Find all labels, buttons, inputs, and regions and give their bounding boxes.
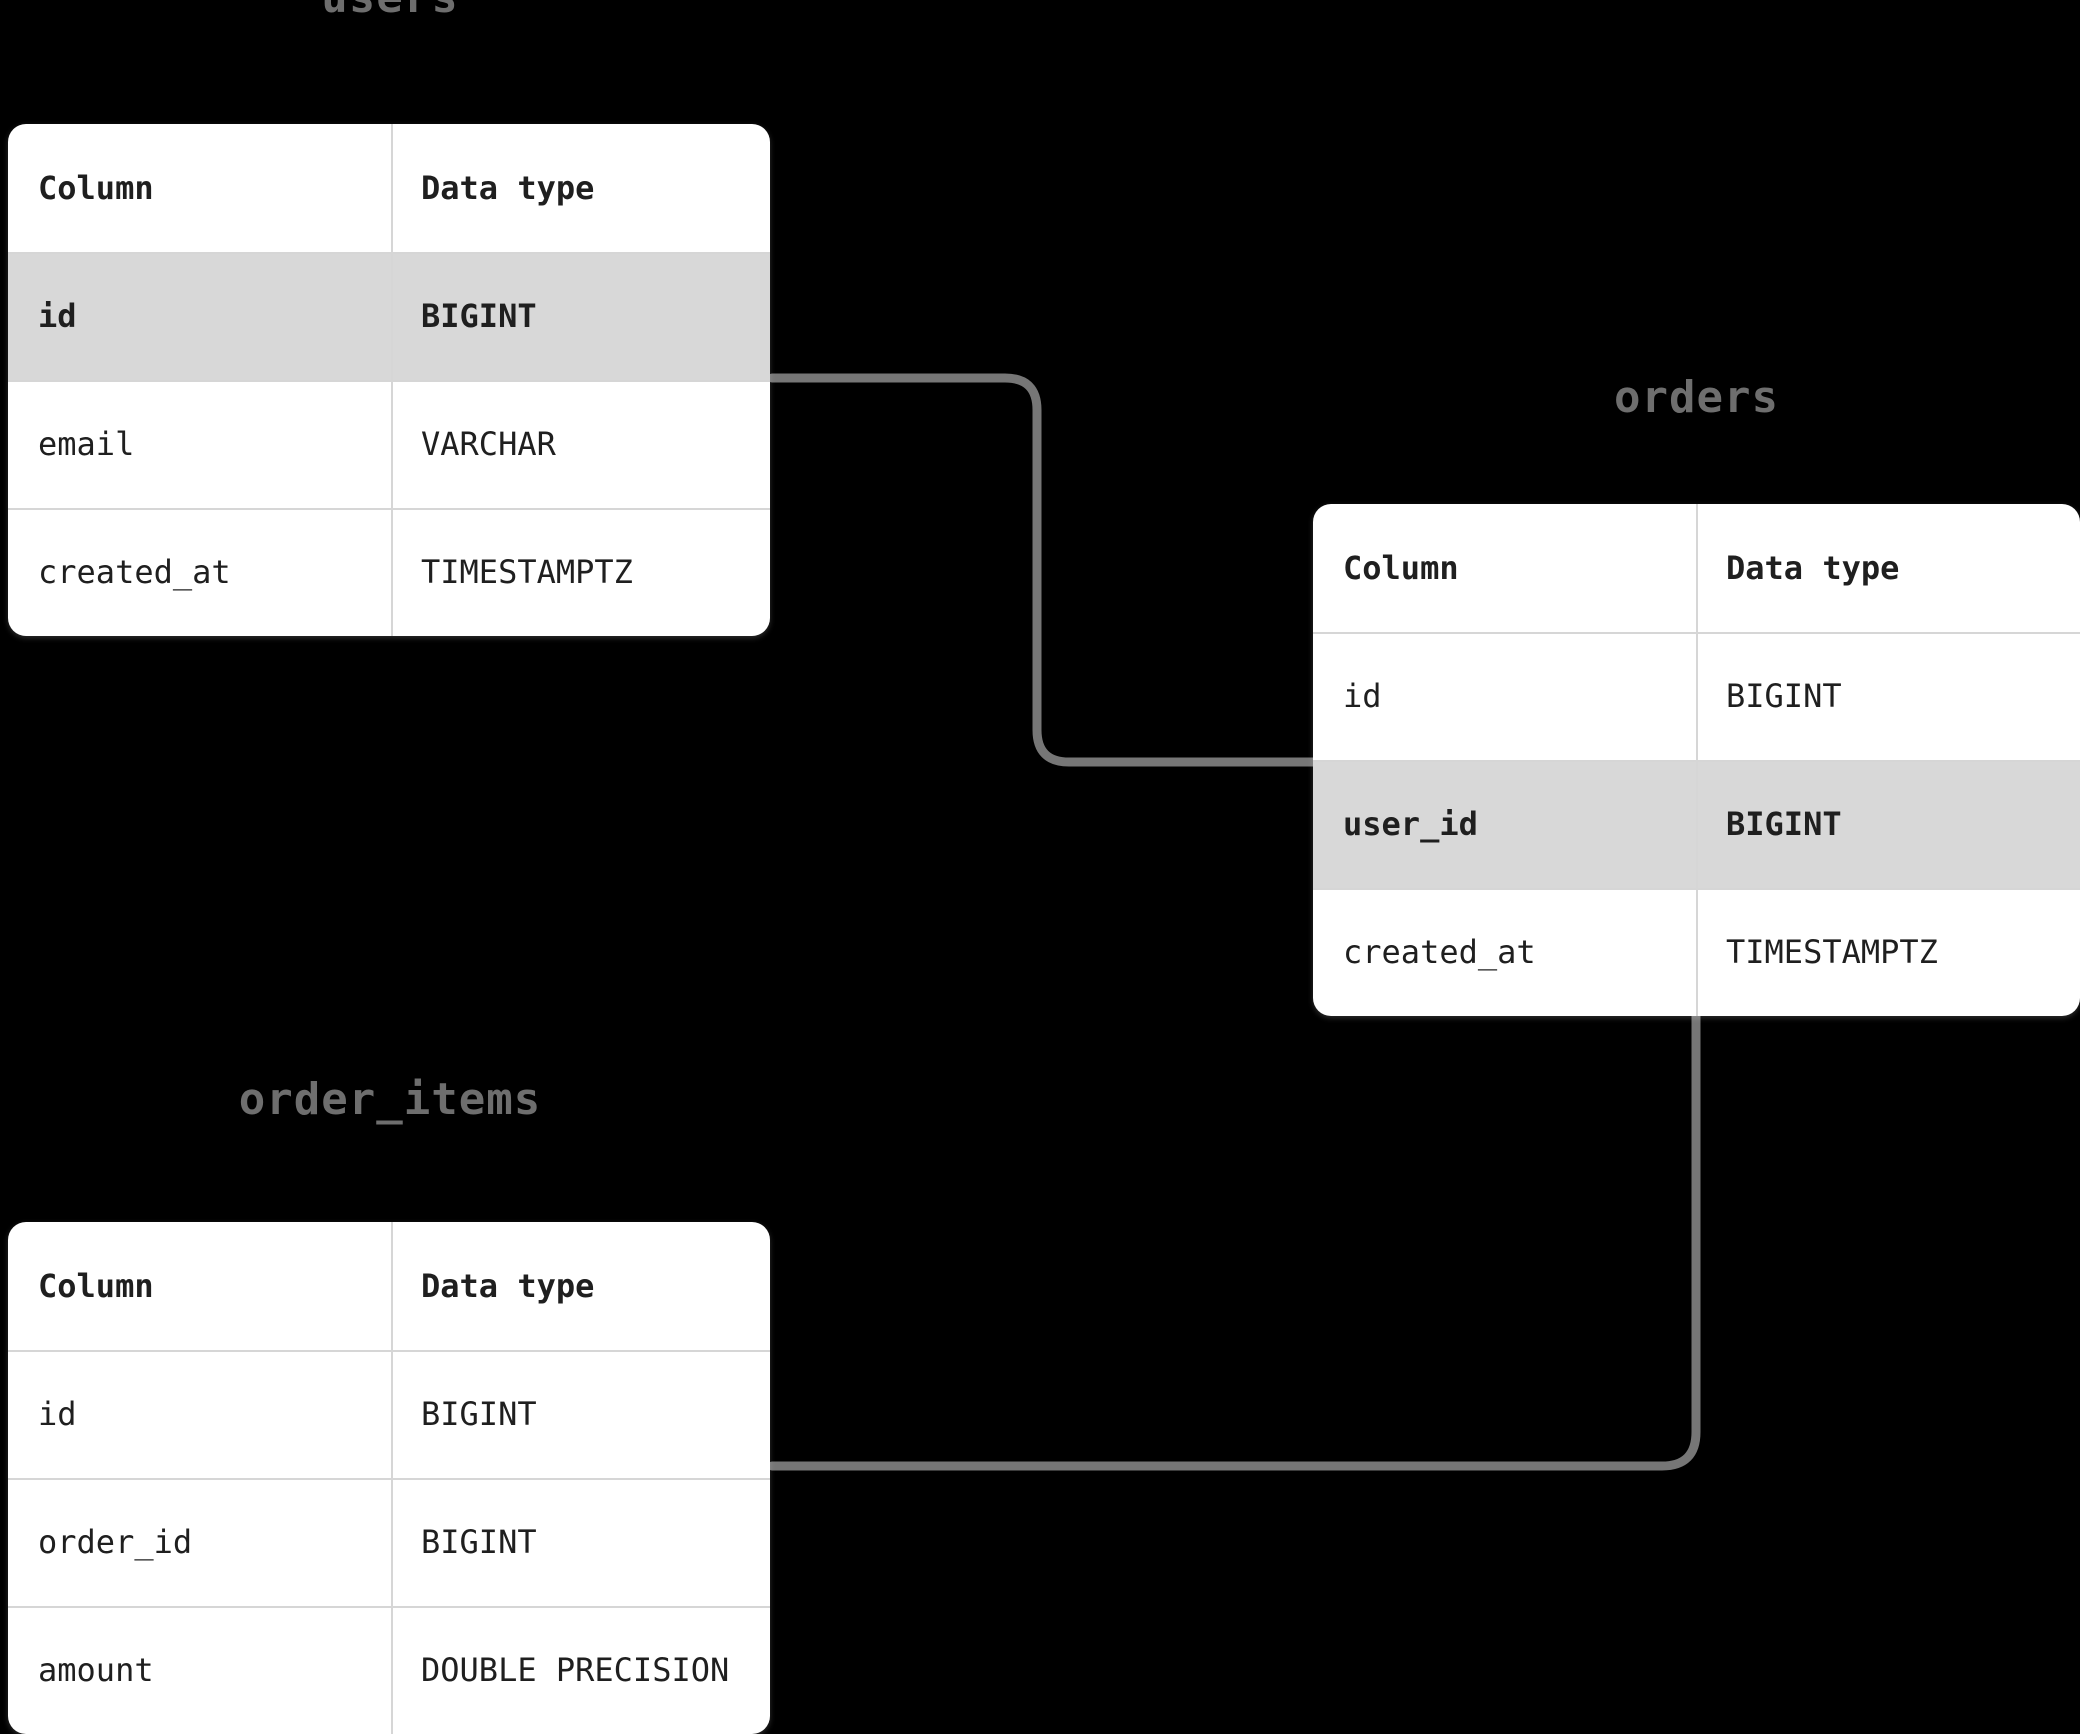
header-column-label: Column <box>1343 549 1459 587</box>
row-data-type: BIGINT <box>391 252 770 380</box>
table-header-row: Column Data type <box>8 124 770 252</box>
row-data-type: BIGINT <box>391 1478 770 1606</box>
row-column-name: id <box>38 1395 77 1433</box>
row-column-name: user_id <box>1343 805 1478 843</box>
row-column-name: id <box>1343 677 1382 715</box>
table-title-users: users <box>0 0 780 23</box>
row-data-type: BIGINT <box>391 1350 770 1478</box>
row-data-type: BIGINT <box>1696 632 2080 760</box>
table-row[interactable]: id BIGINT <box>8 1350 770 1478</box>
table-card-orders: Column Data type id BIGINT user_id BIGIN… <box>1313 504 2080 1016</box>
connector-orders-to-order-items <box>767 1011 1701 1471</box>
header-type-label: Data type <box>1696 504 2080 632</box>
header-column-label: Column <box>38 1267 154 1305</box>
row-data-type: TIMESTAMPTZ <box>391 508 770 636</box>
row-column-name: id <box>38 297 77 335</box>
table-title-orders: orders <box>1614 372 1779 423</box>
row-column-name: amount <box>38 1651 154 1689</box>
header-column-label: Column <box>38 169 154 207</box>
table-title-order-items: order_items <box>238 1074 542 1125</box>
table-header-row: Column Data type <box>1313 504 2080 632</box>
connector-users-to-orders <box>767 373 1318 767</box>
row-data-type: TIMESTAMPTZ <box>1696 888 2080 1016</box>
table-row[interactable]: id BIGINT <box>8 252 770 380</box>
table-card-users: Column Data type id BIGINT email VARCHAR… <box>8 124 770 636</box>
row-column-name: email <box>38 425 135 463</box>
table-row[interactable]: email VARCHAR <box>8 380 770 508</box>
table-header-row: Column Data type <box>8 1222 770 1350</box>
table-row[interactable]: id BIGINT <box>1313 632 2080 760</box>
table-card-order-items: Column Data type id BIGINT order_id BIGI… <box>8 1222 770 1734</box>
header-type-label: Data type <box>391 1222 770 1350</box>
table-row[interactable]: order_id BIGINT <box>8 1478 770 1606</box>
row-data-type: BIGINT <box>1696 760 2080 888</box>
table-row[interactable]: created_at TIMESTAMPTZ <box>1313 888 2080 1016</box>
row-data-type: VARCHAR <box>391 380 770 508</box>
table-row[interactable]: amount DOUBLE PRECISION <box>8 1606 770 1734</box>
row-column-name: order_id <box>38 1523 193 1561</box>
row-data-type: DOUBLE PRECISION <box>391 1606 770 1734</box>
row-column-name: created_at <box>1343 933 1536 971</box>
table-row[interactable]: user_id BIGINT <box>1313 760 2080 888</box>
row-column-name: created_at <box>38 553 231 591</box>
header-type-label: Data type <box>391 124 770 252</box>
table-row[interactable]: created_at TIMESTAMPTZ <box>8 508 770 636</box>
